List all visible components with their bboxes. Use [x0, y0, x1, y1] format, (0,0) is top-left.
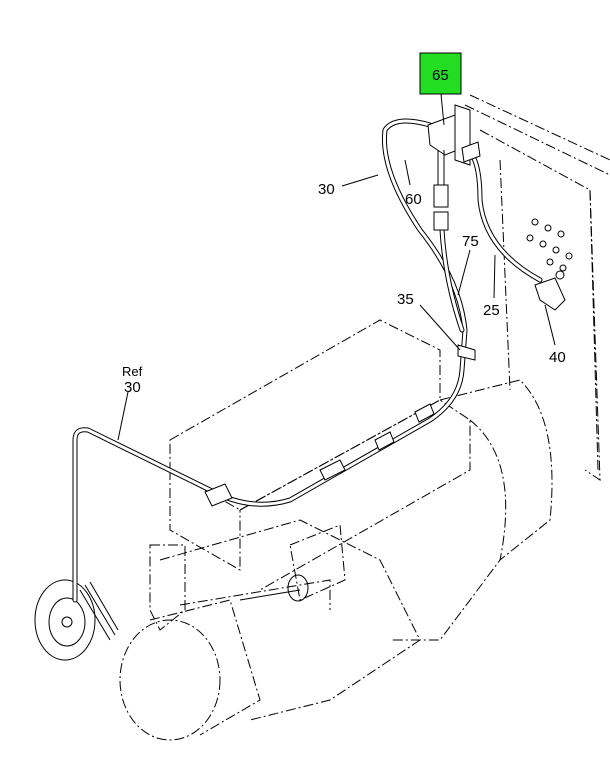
- sensor-40: [534, 270, 566, 311]
- module-65: [427, 104, 481, 166]
- engine: [119, 319, 553, 741]
- callout-35[interactable]: 35: [397, 291, 414, 308]
- callout-65[interactable]: 65: [432, 67, 449, 84]
- highlight-box[interactable]: [419, 52, 462, 95]
- callout-75[interactable]: 75: [462, 233, 479, 250]
- callout-ref-label: Ref: [122, 364, 143, 379]
- callout-30[interactable]: 30: [318, 181, 335, 198]
- harness-30: [72, 118, 468, 603]
- callout-40[interactable]: 40: [549, 349, 566, 366]
- callout-ref-30[interactable]: 30: [124, 379, 141, 396]
- leader-lines: [117, 93, 556, 441]
- callout-25[interactable]: 25: [483, 302, 500, 319]
- callout-60[interactable]: 60: [405, 191, 422, 208]
- clip-35: [457, 344, 476, 361]
- crank-pulley: [34, 579, 119, 661]
- panel-holes: [526, 218, 573, 272]
- firewall-panel: [464, 94, 610, 481]
- connector-60: [433, 150, 449, 231]
